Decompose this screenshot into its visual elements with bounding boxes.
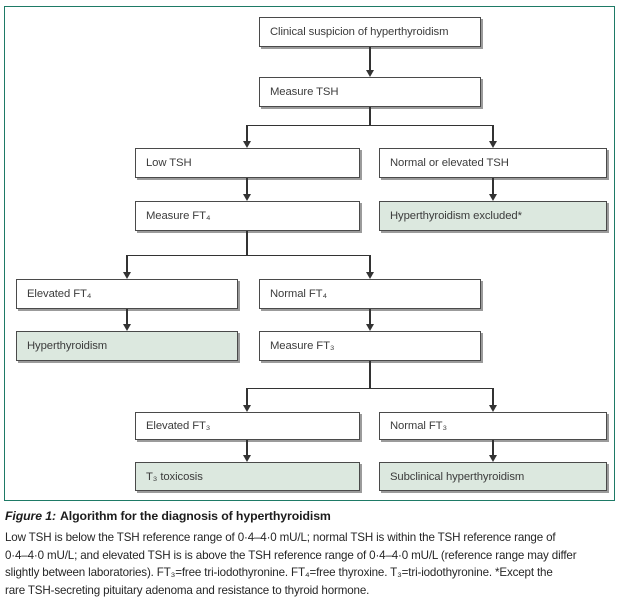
caption-line: rare TSH-secreting pituitary adenoma and…: [5, 583, 370, 597]
caption-line: slightly between laboratories). FT₃=free…: [5, 566, 553, 579]
node-label: Measure FT₄: [146, 210, 211, 222]
node-label: Normal FT₃: [390, 420, 447, 432]
connector-vline: [246, 440, 248, 455]
caption-line: Low TSH is below the TSH reference range…: [5, 531, 556, 544]
connector-hline: [246, 124, 494, 126]
node-normal-ft4: Normal FT₄: [259, 279, 481, 309]
node-label: Low TSH: [146, 157, 192, 169]
arrowhead-down-icon: [488, 405, 497, 412]
node-label: Elevated FT₃: [146, 420, 211, 432]
figure-caption-title: Figure 1:Algorithm for the diagnosis of …: [5, 509, 619, 523]
connector-vline: [369, 47, 371, 70]
caption-line: 0·4–4·0 mU/L; and elevated TSH is is abo…: [5, 548, 577, 562]
connector-vline: [126, 255, 128, 272]
arrowhead-down-icon: [488, 141, 497, 148]
arrowhead-down-icon: [365, 272, 374, 279]
node-clinical-suspicion: Clinical suspicion of hyperthyroidism: [259, 17, 481, 47]
node-label: Measure FT₃: [270, 340, 335, 352]
node-normal-or-elevated-tsh: Normal or elevated TSH: [379, 148, 607, 178]
node-label: Clinical suspicion of hyperthyroidism: [270, 26, 449, 38]
connector-vline: [246, 231, 248, 256]
arrowhead-down-icon: [242, 455, 251, 462]
connector-hline: [126, 254, 371, 256]
arrowhead-down-icon: [365, 324, 374, 331]
figure-caption-body: Low TSH is below the TSH reference range…: [5, 529, 621, 599]
connector-vline: [492, 125, 494, 141]
connector-vline: [126, 309, 128, 324]
node-label: Normal or elevated TSH: [390, 157, 509, 169]
connector-vline: [246, 178, 248, 194]
node-normal-ft3: Normal FT₃: [379, 412, 607, 440]
figure-title: Algorithm for the diagnosis of hyperthyr…: [60, 509, 331, 523]
connector-vline: [492, 178, 494, 194]
node-label: Normal FT₄: [270, 288, 327, 300]
node-measure-tsh: Measure TSH: [259, 77, 481, 107]
node-elevated-ft4: Elevated FT₄: [16, 279, 238, 309]
connector-vline: [246, 388, 248, 405]
connector-vline: [369, 309, 371, 324]
node-hyperthyroidism: Hyperthyroidism: [16, 331, 238, 361]
arrowhead-down-icon: [242, 194, 251, 201]
node-measure-ft4: Measure FT₄: [135, 201, 360, 231]
connector-vline: [369, 107, 371, 126]
arrowhead-down-icon: [365, 70, 374, 77]
arrowhead-down-icon: [242, 405, 251, 412]
figure-frame: Clinical suspicion of hyperthyroidism Me…: [4, 6, 615, 501]
node-label: Subclinical hyperthyroidism: [390, 470, 525, 483]
node-hyperthyroidism-excluded: Hyperthyroidism excluded*: [379, 201, 607, 231]
connector-hline: [246, 387, 494, 389]
node-label: Measure TSH: [270, 86, 339, 98]
figure-label: Figure 1:: [5, 509, 57, 523]
arrowhead-down-icon: [488, 455, 497, 462]
node-measure-ft3: Measure FT₃: [259, 331, 481, 361]
arrowhead-down-icon: [242, 141, 251, 148]
node-label: Elevated FT₄: [27, 288, 92, 300]
arrowhead-down-icon: [488, 194, 497, 201]
node-label: Hyperthyroidism: [27, 340, 108, 352]
connector-vline: [492, 440, 494, 455]
node-label: T₃ toxicosis: [146, 470, 203, 483]
connector-vline: [246, 125, 248, 141]
arrowhead-down-icon: [122, 324, 131, 331]
connector-vline: [369, 361, 371, 389]
node-subclinical-hyperthyroidism: Subclinical hyperthyroidism: [379, 462, 607, 491]
node-elevated-ft3: Elevated FT₃: [135, 412, 360, 440]
connector-vline: [492, 388, 494, 405]
node-t3-toxicosis: T₃ toxicosis: [135, 462, 360, 491]
node-label: Hyperthyroidism excluded*: [390, 210, 522, 222]
connector-vline: [369, 255, 371, 272]
node-low-tsh: Low TSH: [135, 148, 360, 178]
arrowhead-down-icon: [122, 272, 131, 279]
